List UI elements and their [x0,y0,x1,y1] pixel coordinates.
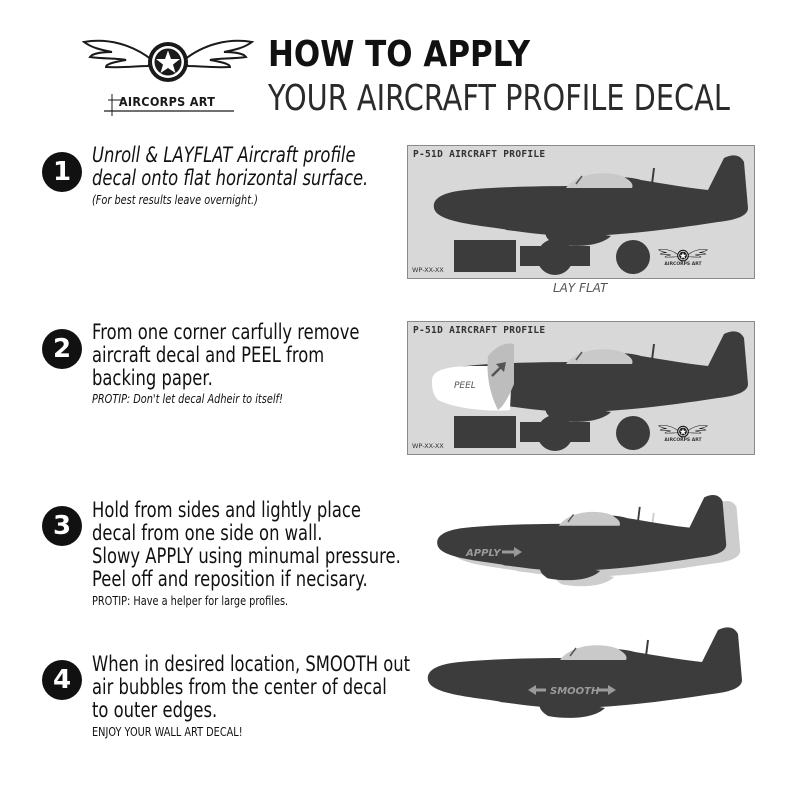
decal-round-piece [520,415,590,451]
panel-code: WP-XX-XX [412,266,444,274]
peel-illustration: PEEL [432,343,514,411]
step-text-line: air bubbles from the center of decal [92,675,387,699]
page-subtitle: YOUR AIRCRAFT PROFILE DECAL [268,78,730,119]
step-text-line: From one corner carfully remove [92,320,360,344]
aircraft-silhouette [426,626,743,719]
smooth-illustration: SMOOTH [426,626,743,719]
decal-sheet-panel-1: P-51D AIRCRAFT PROFILE AIRCORPS ART WP-X… [407,145,755,279]
step-note: PROTIP: Don't let decal Adheir to itself… [92,391,283,406]
decal-circle-piece [616,416,650,450]
step-text-line: When in desired location, SMOOTH out [92,652,411,676]
step-3-badge: 3 [42,506,82,546]
panel-title: P-51D AIRCRAFT PROFILE [413,149,546,160]
decal-round-piece [520,239,590,275]
decal-rectangle-piece [454,240,516,272]
panel-logo-text: AIRCORPS ART [664,438,702,443]
left-arrow-icon [528,685,546,695]
step-text-line: Peel off and reposition if necisary. [92,567,368,591]
peel-label: PEEL [454,381,476,391]
step-note: (For best results leave overnight.) [92,192,258,207]
page-title: HOW TO APPLY [268,34,531,75]
step-text-line: decal from one side on wall. [92,521,323,545]
step-1-badge: 1 [42,152,82,192]
step-text-line: decal onto flat horizontal surface. [92,166,369,190]
decal-sheet-panel-2: P-51D AIRCRAFT PROFILE PEEL AIRCORPS ART… [407,321,755,455]
step-4-text: When in desired location, SMOOTH out air… [92,653,410,740]
panel-title: P-51D AIRCRAFT PROFILE [413,325,546,336]
step-1-text: Unroll & LAYFLAT Aircraft profile decal … [92,144,368,208]
lay-flat-caption: LAY FLAT [553,281,608,295]
step-text-line: Slowy APPLY using minumal pressure. [92,544,401,568]
step-text-line: Hold from sides and lightly place [92,498,361,522]
step-4-badge: 4 [42,660,82,700]
panel-logo-text: AIRCORPS ART [664,262,702,267]
logo-frame [104,94,234,116]
step-text-line: backing paper. [92,366,213,390]
aircorps-art-logo: AIRCORPS ART [82,28,254,118]
decal-circle-piece [616,240,650,274]
apply-label: APPLY [465,548,502,559]
step-3-text: Hold from sides and lightly place decal … [92,499,401,609]
right-arrow-icon [502,547,522,557]
winged-star-icon [82,28,254,92]
smooth-label: SMOOTH [550,686,600,697]
aircraft-silhouette [426,150,756,250]
step-note: ENJOY YOUR WALL ART DECAL! [92,724,243,739]
step-2-badge: 2 [42,329,82,369]
decal-rectangle-piece [454,416,516,448]
apply-illustration: APPLY [436,494,742,588]
step-text-line: to outer edges. [92,698,218,722]
step-2-text: From one corner carfully remove aircraft… [92,321,359,407]
step-text-line: Unroll & LAYFLAT Aircraft profile [92,143,356,167]
step-note: PROTIP: Have a helper for large profiles… [92,593,289,608]
panel-code: WP-XX-XX [412,442,444,450]
right-arrow-icon [598,685,616,695]
step-text-line: aircraft decal and PEEL from [92,343,325,367]
logo-text: AIRCORPS ART [118,94,216,109]
